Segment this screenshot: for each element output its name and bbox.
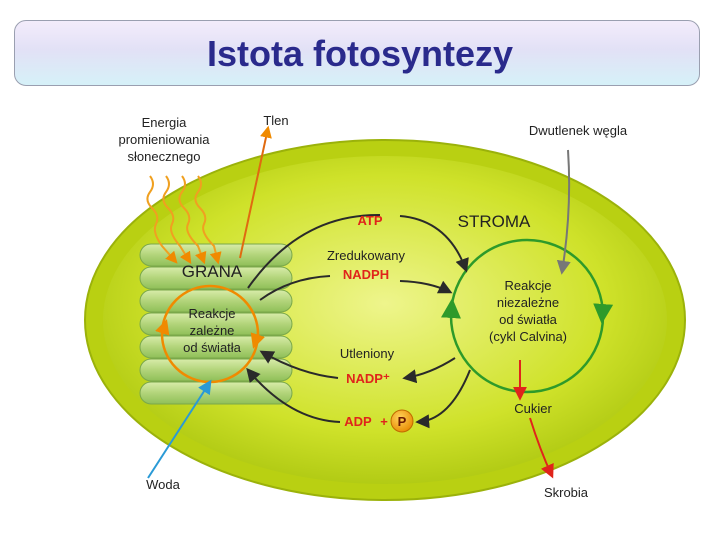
light-reactions-line2: zależne <box>190 323 235 338</box>
title-banner <box>14 20 700 86</box>
energy-label-line3: słonecznego <box>128 149 201 164</box>
sugar-label: Cukier <box>514 401 552 416</box>
adp-arrow <box>415 369 471 429</box>
adp-left <box>246 367 341 423</box>
light-reactions-line1: Reakcje <box>189 306 236 321</box>
adp-label: ADP <box>344 414 372 429</box>
oxygen-label: Tlen <box>263 113 288 128</box>
nadp-left <box>259 350 339 379</box>
co2-arrow <box>556 149 571 275</box>
page-title: Istota fotosyntezy <box>206 33 514 74</box>
oxygen-arrow <box>239 125 272 259</box>
starch-label: Skrobia <box>544 485 589 500</box>
energy-label-line1: Energia <box>142 115 188 130</box>
nadph-label: NADPH <box>343 267 389 282</box>
grana-label: GRANA <box>182 262 243 281</box>
calvin-arrowhead-left <box>441 298 461 319</box>
nadp-arrow <box>402 357 456 384</box>
phosphate-label: P <box>398 414 407 429</box>
calvin-line3: od światła <box>499 312 558 327</box>
plus-label: + <box>380 414 388 429</box>
atp-arc <box>247 213 381 289</box>
light-reactions-line3: od światła <box>183 340 242 355</box>
atp-arc-right <box>399 215 469 273</box>
water-arrow <box>147 379 212 479</box>
nadph-arrow <box>399 280 453 294</box>
co2-label: Dwutlenek węgla <box>529 123 628 138</box>
atp-label: ATP <box>357 213 382 228</box>
oxidized-label: Utleniony <box>340 346 395 361</box>
light-cycle-arrowhead-right <box>250 332 265 349</box>
light-cycle-arrowhead-left <box>155 319 170 336</box>
stroma-label: STROMA <box>458 212 531 231</box>
sunlight-arrows <box>146 175 222 265</box>
phosphate-circle <box>390 409 414 433</box>
nadph-left <box>259 275 331 301</box>
calvin-line2: niezależne <box>497 295 559 310</box>
calvin-arrowhead-right <box>593 303 614 324</box>
grana-stack <box>139 243 293 405</box>
calvin-line4: (cykl Calvina) <box>489 329 567 344</box>
nadp-plus-label: NADP⁺ <box>346 371 390 386</box>
starch-arrow <box>529 417 554 479</box>
water-label: Woda <box>146 477 180 492</box>
reduced-label: Zredukowany <box>327 248 406 263</box>
calvin-line1: Reakcje <box>505 278 552 293</box>
energy-label-line2: promieniowania <box>118 132 210 147</box>
